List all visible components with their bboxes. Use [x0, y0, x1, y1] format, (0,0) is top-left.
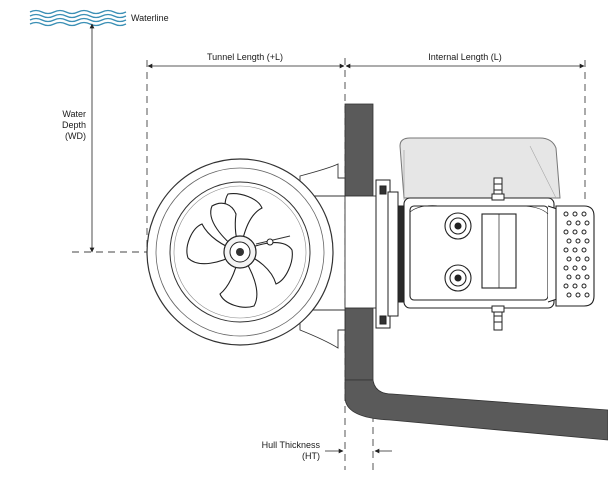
- waterline-label: Waterline: [131, 13, 169, 23]
- vent-hole: [563, 229, 569, 235]
- water-depth-label-line1: Water: [62, 109, 86, 119]
- vent-hole: [563, 265, 569, 271]
- vent-hole: [563, 247, 569, 253]
- vent-hole: [572, 211, 578, 217]
- vent-hole: [581, 211, 587, 217]
- hull-section: [344, 103, 608, 441]
- vent-hole: [584, 220, 590, 226]
- vent-hole: [566, 292, 572, 298]
- water-depth-label-line3: (WD): [65, 131, 86, 141]
- tunnel-length-label: Tunnel Length (+L): [207, 52, 283, 62]
- terminal-posts: [444, 212, 472, 292]
- vented-end-cap: [555, 205, 595, 307]
- vent-hole: [563, 211, 569, 217]
- vent-hole: [581, 265, 587, 271]
- motor-cover: [399, 137, 561, 200]
- vent-hole: [572, 283, 578, 289]
- vent-hole: [584, 238, 590, 244]
- waterline-waves-icon: [29, 9, 127, 27]
- vent-hole: [584, 256, 590, 262]
- vent-hole: [581, 283, 587, 289]
- vent-hole: [575, 292, 581, 298]
- vent-hole: [566, 256, 572, 262]
- propeller-hub: [223, 235, 291, 269]
- motor-body: [403, 197, 561, 309]
- vent-hole: [572, 265, 578, 271]
- mounting-bolts: [491, 177, 505, 331]
- vent-hole: [566, 274, 572, 280]
- vent-hole: [566, 220, 572, 226]
- vent-hole: [575, 256, 581, 262]
- vent-hole: [566, 238, 572, 244]
- vent-hole: [563, 283, 569, 289]
- tunnel-housing: [299, 163, 380, 349]
- internal-length-label: Internal Length (L): [428, 52, 502, 62]
- vent-hole: [572, 229, 578, 235]
- vent-hole: [581, 247, 587, 253]
- vent-hole: [584, 292, 590, 298]
- vent-hole: [584, 274, 590, 280]
- vent-hole: [572, 247, 578, 253]
- water-depth-label-line2: Depth: [61, 120, 86, 130]
- hull-thickness-label-line1: Hull Thickness: [261, 440, 320, 450]
- vent-hole: [581, 229, 587, 235]
- vent-hole: [575, 274, 581, 280]
- mounting-flange: [375, 179, 407, 329]
- hull-thickness-label-line2: (HT): [302, 451, 320, 461]
- vent-hole: [575, 220, 581, 226]
- vent-hole: [575, 238, 581, 244]
